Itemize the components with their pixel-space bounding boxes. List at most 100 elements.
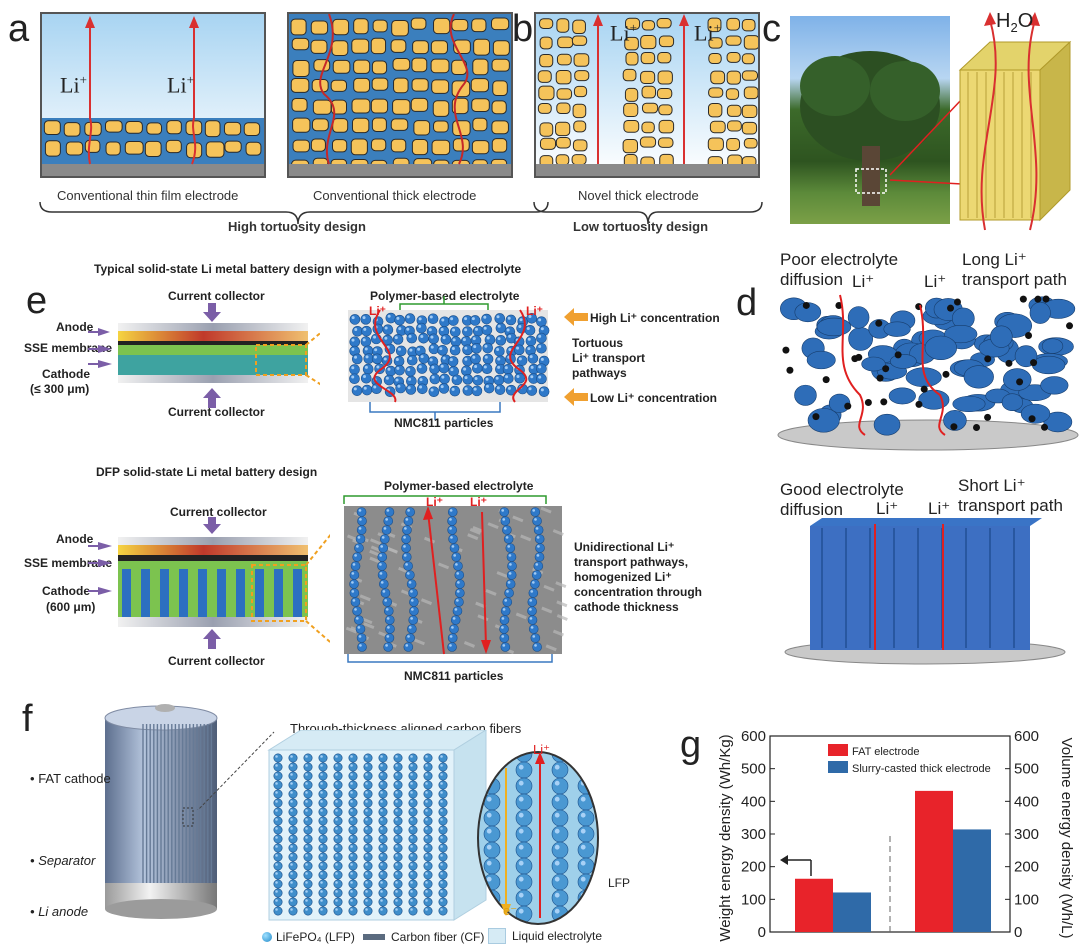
active-particle [433,17,451,35]
li-ion-label: Li⁺ [852,272,875,291]
nmc-particle-highlight [290,773,293,776]
nmc-particle [378,579,389,589]
panel-e-title-bottom: DFP solid-state Li metal battery design [96,465,318,479]
active-particle [557,36,574,49]
nmc-particle-highlight [380,782,383,785]
active-particle [743,86,758,100]
li-ion-label: Li⁺ [928,499,951,518]
nmc-particle [363,897,373,907]
nmc-particle [303,807,313,817]
electrode-particle [861,356,886,372]
nmc-particle [423,879,433,889]
nmc-particle [378,789,388,799]
nmc-particle-highlight [395,899,398,902]
y-tick-label-left: 0 [758,924,766,941]
nmc-particle-highlight [496,315,500,319]
liquid-electrolyte-icon [488,928,506,944]
nmc-particle [378,834,388,844]
texture-stroke [545,644,557,652]
nmc-particle-highlight [374,348,378,352]
active-particle [332,118,349,133]
nmc-particles-label: NMC811 particles [404,669,504,683]
nmc-particle [273,753,283,763]
active-particle [555,137,571,149]
active-particle [292,59,310,77]
nmc-particle-highlight [580,796,586,802]
nmc-particle-highlight [405,644,409,647]
nmc-particle [363,879,373,889]
nmc-particle [438,870,448,880]
nmc-particle-highlight [534,644,537,647]
carbon-additive [782,346,790,354]
active-particle [350,138,368,156]
nmc-particle [333,789,343,799]
nmc-particle [408,870,418,880]
nmc-particle-highlight [358,527,362,530]
y-tick-label-left: 100 [741,891,766,908]
nmc-particle-highlight [540,357,544,361]
nmc-particle-highlight [408,377,412,381]
nmc-particle [303,888,313,898]
nmc-particle [381,525,392,535]
nmc-particle [273,825,283,835]
nmc-particle [530,579,540,589]
texture-stroke [556,600,568,608]
y-tick-label-left: 300 [741,826,766,843]
nmc-particle [551,873,569,891]
electrode-particle [952,395,986,413]
nmc-particle-highlight [440,872,443,875]
nmc-particle [423,780,433,790]
active-particle [431,79,450,94]
nmc-particle [429,373,441,385]
nmc-particle-highlight [507,545,511,548]
electrode-particle [924,335,957,361]
nmc-particle [449,624,459,634]
active-particle [371,77,389,91]
nmc-particle-highlight [440,854,443,857]
nmc-particle-highlight [538,345,542,349]
nmc-particle [462,326,473,337]
nmc-particle-highlight [290,836,293,839]
texture-stroke [540,506,552,514]
nmc-particle [483,905,501,923]
nmc-particle-highlight [350,863,353,866]
nmc-particle-highlight [535,563,539,566]
nmc-particle-highlight [507,386,511,390]
nmc-particle-highlight [430,345,434,349]
nmc-particle [362,363,374,375]
nmc-particle [423,753,433,763]
nmc-particle-highlight [440,845,443,848]
nmc-particle-highlight [386,617,390,620]
nmc-particle [577,857,595,875]
nmc-particle-highlight [335,908,338,911]
nmc-particle-highlight [410,599,414,602]
nmc-particle-highlight [540,327,544,331]
texture-stroke [438,562,450,570]
nmc-particle [318,852,328,862]
nmc-particle-highlight [380,545,384,548]
nmc-particle [288,753,298,763]
nmc-particle-highlight [275,827,278,830]
active-particle [331,40,349,56]
nmc-particle [428,343,440,355]
nmc-particle [355,624,366,634]
nmc-particle-highlight [305,782,308,785]
nmc-particle-highlight [527,337,531,341]
nmc-particle [423,807,433,817]
nmc-particle [438,807,448,817]
nmc-particle-highlight [518,892,524,898]
nmc-particle [318,906,328,916]
nmc-particle-highlight [335,773,338,776]
nmc-particle [273,789,283,799]
active-particle [105,141,121,156]
texture-stroke [515,612,527,620]
nmc-particle [393,906,403,916]
nmc-particle-highlight [383,527,387,530]
active-particle [63,122,81,137]
nmc-particle-highlight [516,374,520,378]
nmc-particle [447,642,457,652]
nmc-particle-highlight [395,357,399,361]
nmc-particle [447,356,459,367]
nmc-particle-highlight [554,796,560,802]
